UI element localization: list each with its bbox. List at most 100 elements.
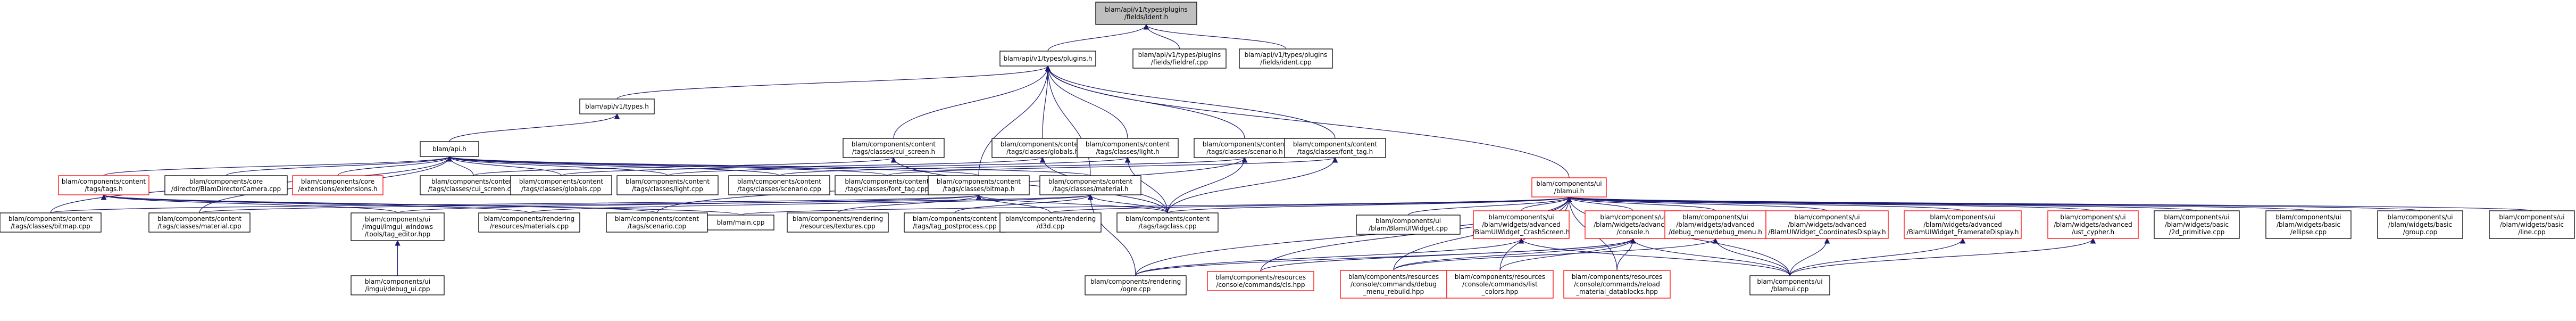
file-node-font-tag-h[interactable]: blam/components/content/tags/classes/fon… [1284, 138, 1386, 158]
node-label: /tags/classes/globals.h [1006, 148, 1079, 155]
file-node-camera-cpp[interactable]: blam/components/core/director/BlamDirect… [164, 175, 288, 195]
node-label: /tags/classes/cui_screen.h [852, 148, 935, 155]
file-node-rendering-materials[interactable]: blam/components/rendering/resources/mate… [478, 212, 580, 233]
file-node-ident-cpp[interactable]: blam/api/v1/types/plugins/fields/ident.c… [1239, 48, 1333, 69]
file-node-ellipse-cpp[interactable]: blam/components/ui/blam/widgets/basic/el… [2265, 210, 2352, 239]
node-label: _material_datablocks.hpp [1575, 288, 1658, 295]
edge-list-colors-hpp-to-console-h [1499, 237, 1636, 271]
node-box [2265, 210, 2352, 239]
edge-tag-editor-hpp-to-tags-h [101, 194, 398, 213]
edge-menu-rebuild-hpp-to-debug-menu-h [1393, 237, 1719, 271]
file-node-d3d-cpp[interactable]: blam/components/rendering/d3d.cpp [999, 212, 1102, 233]
file-node-types-h[interactable]: blam/api/v1/types.h [579, 98, 655, 114]
file-node-globals-cpp[interactable]: blam/components/content/tags/classes/glo… [510, 175, 612, 195]
file-node-blamui-cpp[interactable]: blam/components/ui/blamui.cpp [1749, 275, 1830, 295]
node-label: /tags/classes/bitmap.cpp [11, 223, 90, 230]
file-node-cls-hpp[interactable]: blam/components/resources/console/comman… [1207, 271, 1314, 291]
node-box [0, 212, 102, 233]
file-node-light-h[interactable]: blam/components/content/tags/classes/lig… [1077, 138, 1179, 158]
node-label: blam/api.h [432, 145, 466, 153]
node-label: /line.cpp [2518, 228, 2545, 236]
file-node-tagclass-cpp[interactable]: blam/components/content/tags/tagclass.cp… [1116, 212, 1219, 233]
file-node-script-h[interactable]: blam/api.h [420, 141, 479, 157]
edge-ident-cpp-to-root [1143, 23, 1287, 50]
node-label: blam/components/content [913, 215, 997, 223]
file-node-light-cpp[interactable]: blam/components/content/tags/classes/lig… [616, 175, 719, 195]
file-node-debug-ui-cpp[interactable]: blam/components/ui/imgui/debug_ui.cpp [351, 275, 445, 295]
node-label: blam/components/ui [365, 216, 430, 223]
file-node-coords-h[interactable]: blam/components/ui/blam/widgets/advanced… [1765, 210, 1889, 239]
file-node-font-tag-cpp[interactable]: blam/components/content/tags/classes/fon… [835, 175, 939, 195]
node-label: /blamui.cpp [1771, 285, 1809, 293]
node-label: /tags/tagclass.cpp [1138, 223, 1196, 230]
file-node-cui-screen-h[interactable]: blam/components/content/tags/classes/cui… [843, 138, 945, 158]
file-node-tag-editor-hpp[interactable]: blam/components/ui/imgui/imgui_windows/t… [351, 212, 445, 241]
node-label: blam/main.cpp [717, 219, 765, 226]
file-node-list-colors-hpp[interactable]: blam/components/resources/console/comman… [1446, 270, 1554, 299]
file-node-postprocess-cpp[interactable]: blam/components/content/tags/tag_postpro… [904, 212, 1006, 233]
node-label: blam/api/v1/types.h [585, 103, 649, 110]
edge-ogre-cpp-to-crashscreen-h [1135, 237, 1524, 276]
node-box [1749, 275, 1830, 295]
file-node-reload-datablocks-hpp[interactable]: blam/components/resources/console/comman… [1563, 270, 1671, 299]
edge-textures-cpp-to-bitmap-h [837, 194, 982, 213]
file-node-framerate-h[interactable]: blam/components/ui/blam/widgets/advanced… [1904, 210, 2022, 239]
file-node-ui-h[interactable]: blam/components/ui/blamui.h [1531, 177, 1607, 197]
file-node-blammain-cpp[interactable]: blam/main.cpp [707, 215, 774, 231]
edge-material-h-to-plugins-h [1045, 65, 1091, 176]
file-node-bitmap-h[interactable]: blam/components/content/tags/classes/bit… [928, 175, 1030, 195]
edge-tagclass-cpp-to-material-h [1087, 194, 1168, 213]
file-node-2d-primitive-cpp[interactable]: blam/components/ui/blam/widgets/basic/2d… [2154, 210, 2240, 239]
file-node-group-cpp[interactable]: blam/components/ui/blam/widgets/basic/gr… [2377, 210, 2463, 239]
node-label: /tags/classes/scenario.cpp [737, 185, 821, 193]
node-label: /2d_primitive.cpp [2169, 228, 2224, 236]
node-label: blam/components/ui [1794, 213, 1860, 221]
file-node-ust-cypher-h[interactable]: blam/components/ui/blam/widgets/advanced… [2047, 210, 2139, 239]
node-box [1446, 270, 1554, 299]
file-node-blamuiwidget-cpp[interactable]: blam/components/ui/blam/BlamUIWidget.cpp [1356, 215, 1461, 235]
node-box [1077, 138, 1179, 158]
node-label: /tags/classes/material.cpp [157, 223, 241, 230]
file-node-scenario-h[interactable]: blam/components/content/tags/classes/sce… [1194, 138, 1296, 158]
file-node-fieldref-cpp[interactable]: blam/api/v1/types/plugins/fields/fieldre… [1132, 48, 1227, 69]
file-node-material-cpp[interactable]: blam/components/content/tags/classes/mat… [148, 212, 251, 233]
file-node-extensions-h[interactable]: blam/components/core/extensions/extensio… [292, 175, 384, 195]
file-node-scenario-cpp[interactable]: blam/components/content/tags/classes/sce… [728, 175, 830, 195]
file-node-debug-menu-h[interactable]: blam/components/ui/blam/widgets/advanced… [1664, 210, 1766, 239]
node-label: blam/components/content [9, 215, 93, 223]
node-label: _colors.hpp [1481, 288, 1518, 295]
file-node-line-cpp[interactable]: blam/components/ui/blam/widgets/basic/li… [2489, 210, 2575, 239]
file-node-scenario-tags-cpp[interactable]: blam/components/content/tags/scenario.cp… [606, 212, 708, 233]
file-node-textures-cpp[interactable]: blam/components/rendering/resources/text… [787, 212, 889, 233]
node-label: /console/commands/reload [1574, 281, 1660, 288]
node-label: /ogre.cpp [1121, 285, 1151, 293]
file-node-bitmap-cpp[interactable]: blam/components/content/tags/classes/bit… [0, 212, 102, 233]
node-box [1765, 210, 1889, 239]
node-label: /director/BlamDirectorCamera.cpp [171, 185, 281, 193]
file-node-tags-h[interactable]: blam/components/content/tags/tags.h [58, 175, 149, 195]
file-node-crashscreen-h[interactable]: blam/components/ui/blam/widgets/advanced… [1473, 210, 1570, 239]
edge-tagclass-cpp-to-ui-h [1167, 196, 1572, 213]
file-node-ogre-cpp[interactable]: blam/components/rendering/ogre.cpp [1085, 275, 1187, 295]
node-box [1039, 175, 1141, 195]
file-node-menu-rebuild-hpp[interactable]: blam/components/resources/console/comman… [1340, 270, 1447, 299]
file-node-globals-h[interactable]: blam/components/content/tags/classes/glo… [991, 138, 1094, 158]
edge-line-cpp-to-ui-h [1566, 196, 2532, 211]
node-label: blam/components/content [1293, 141, 1377, 148]
node-label: blam/components/ui [1536, 180, 1602, 187]
node-box [1531, 177, 1607, 197]
edge-rendering-materials-to-material-h [529, 194, 1093, 213]
node-label: blam/components/content [1001, 141, 1085, 148]
node-label: blam/components/content [615, 215, 699, 223]
file-node-material-h[interactable]: blam/components/content/tags/classes/mat… [1039, 175, 1141, 195]
edge-ellipse-cpp-to-ui-h [1566, 196, 2309, 211]
file-node-root[interactable]: blam/api/v1/types/plugins/fields/ident.h [1095, 2, 1197, 25]
node-label: /console/commands/list [1462, 281, 1538, 288]
node-box [1132, 48, 1227, 69]
node-box [420, 141, 479, 157]
edge-camera-cpp-to-script-h [226, 155, 453, 176]
file-node-cui-screen-cpp[interactable]: blam/components/content/tags/classes/cui… [420, 175, 527, 195]
node-box [58, 175, 149, 195]
file-node-plugins-h[interactable]: blam/api/v1/types/plugins.h [999, 51, 1096, 67]
edge-light-cpp-to-light-h [667, 157, 1130, 176]
